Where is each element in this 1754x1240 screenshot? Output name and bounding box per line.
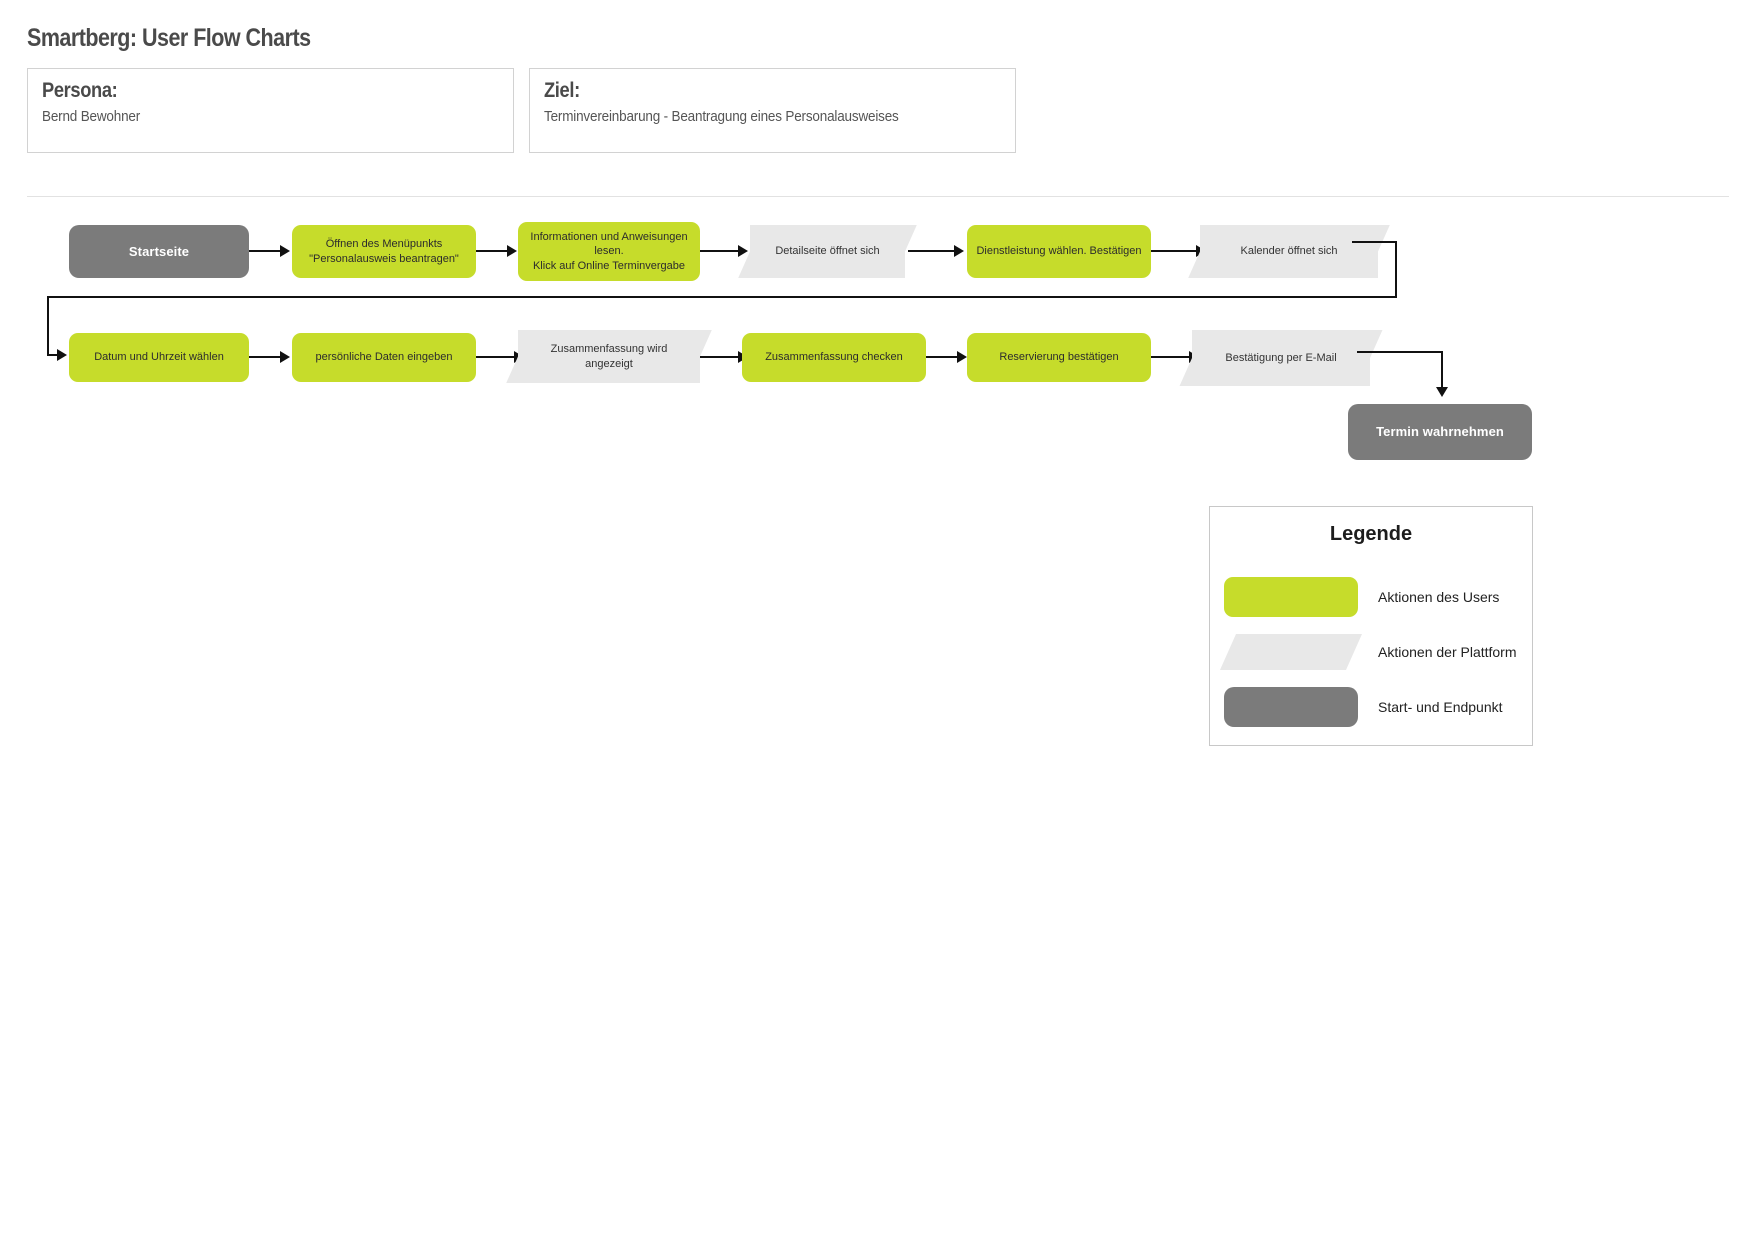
connector-r1-3	[700, 250, 740, 252]
flow-node-persoenliche-daten[interactable]: persönliche Daten eingeben	[292, 333, 476, 382]
header-divider	[27, 196, 1729, 197]
connector-wrap-into-row2	[47, 354, 59, 356]
legend-swatch-wrap	[1224, 577, 1358, 617]
legend-item-platform-actions: Aktionen der Plattform	[1219, 630, 1520, 674]
flow-node-label: Zusammenfassung checken	[765, 351, 903, 364]
flow-node-label: persönliche Daten eingeben	[315, 351, 453, 364]
flow-node-label: Dienstleistung wählen. Bestätigen	[976, 245, 1142, 258]
flow-node-label: Öffnen des Menüpunkts "Personalausweis b…	[309, 237, 459, 265]
flow-node-zusammenfassung-angezeigt[interactable]: Zusammenfassung wird angezeigt	[506, 330, 712, 383]
flow-node-label: Reservierung bestätigen	[999, 351, 1119, 364]
flow-node-kalender-oeffnet[interactable]: Kalender öffnet sich	[1188, 225, 1390, 278]
ziel-label: Ziel:	[544, 79, 580, 102]
flow-node-label: Informationen und Anweisungen lesen.Klic…	[530, 230, 688, 272]
flow-node-label: Termin wahrnehmen	[1376, 424, 1504, 440]
legend-item-label: Aktionen des Users	[1378, 589, 1500, 605]
flow-node-label: Kalender öffnet sich	[1240, 245, 1338, 258]
flow-node-startseite[interactable]: Startseite	[69, 225, 249, 278]
flow-node-label: Bestätigung per E-Mail	[1225, 351, 1337, 364]
connector-r2-2	[476, 356, 516, 358]
legend-item-user-actions: Aktionen des Users	[1224, 575, 1520, 619]
connector-wrap-left-vertical	[47, 296, 49, 355]
arrowhead-r1-3	[738, 245, 748, 257]
connector-to-endpoint-horizontal	[1357, 351, 1443, 353]
legend-swatch-wrap	[1219, 632, 1363, 672]
flow-node-termin-wahrnehmen[interactable]: Termin wahrnehmen	[1348, 404, 1532, 460]
connector-r2-5	[1151, 356, 1191, 358]
arrowhead-r1-4	[954, 245, 964, 257]
flow-node-detailseite-oeffnet[interactable]: Detailseite öffnet sich	[738, 225, 917, 278]
connector-r2-1	[249, 356, 282, 358]
arrowhead-r1-2	[507, 245, 517, 257]
legend-item-label: Aktionen der Plattform	[1378, 644, 1517, 660]
terminal-swatch-icon	[1224, 687, 1358, 727]
persona-value: Bernd Bewohner	[42, 108, 141, 125]
persona-box: Persona: Bernd Bewohner	[27, 68, 514, 153]
ziel-box: Ziel: Terminvereinbarung - Beantragung e…	[529, 68, 1016, 153]
arrowhead-wrap	[57, 349, 67, 361]
flow-node-label: Detailseite öffnet sich	[775, 245, 880, 258]
page-title: Smartberg: User Flow Charts	[27, 24, 311, 52]
connector-r2-4	[926, 356, 959, 358]
arrowhead-r2-4	[957, 351, 967, 363]
flow-node-label: Datum und Uhrzeit wählen	[94, 351, 224, 364]
flow-node-menuepunkt-oeffnen[interactable]: Öffnen des Menüpunkts "Personalausweis b…	[292, 225, 476, 278]
flow-node-informationen-lesen[interactable]: Informationen und Anweisungen lesen.Klic…	[518, 222, 700, 281]
legend-box: Legende Aktionen des Users Aktionen der …	[1209, 506, 1533, 746]
flow-node-dienstleistung-waehlen[interactable]: Dienstleistung wählen. Bestätigen	[967, 225, 1151, 278]
connector-wrap-top	[1352, 241, 1397, 243]
connector-r2-3	[700, 356, 740, 358]
platform-action-swatch-icon	[1219, 634, 1363, 670]
flow-node-zusammenfassung-checken[interactable]: Zusammenfassung checken	[742, 333, 926, 382]
legend-item-label: Start- und Endpunkt	[1378, 699, 1503, 715]
connector-wrap-right-vertical	[1395, 241, 1397, 298]
persona-label: Persona:	[42, 79, 118, 102]
flow-node-label: Startseite	[128, 243, 190, 259]
arrowhead-endpoint	[1436, 387, 1448, 397]
legend-item-start-end: Start- und Endpunkt	[1224, 685, 1520, 729]
flow-node-reservierung-bestaetigen[interactable]: Reservierung bestätigen	[967, 333, 1151, 382]
legend-title: Legende	[1329, 523, 1413, 545]
connector-wrap-bottom	[47, 296, 1397, 298]
flow-node-bestaetigung-email[interactable]: Bestätigung per E-Mail	[1179, 330, 1383, 386]
arrowhead-r2-1	[280, 351, 290, 363]
connector-r1-1	[249, 250, 282, 252]
arrowhead-r1-1	[280, 245, 290, 257]
connector-r1-2	[476, 250, 509, 252]
connector-r1-5	[1151, 250, 1198, 252]
connector-r1-4	[908, 250, 956, 252]
user-action-swatch-icon	[1224, 577, 1358, 617]
legend-swatch-wrap	[1224, 687, 1358, 727]
flow-node-label: Zusammenfassung wird angezeigt	[550, 342, 668, 370]
ziel-value: Terminvereinbarung - Beantragung eines P…	[544, 108, 899, 125]
connector-to-endpoint-vertical	[1441, 351, 1443, 389]
flow-node-datum-uhrzeit[interactable]: Datum und Uhrzeit wählen	[69, 333, 249, 382]
